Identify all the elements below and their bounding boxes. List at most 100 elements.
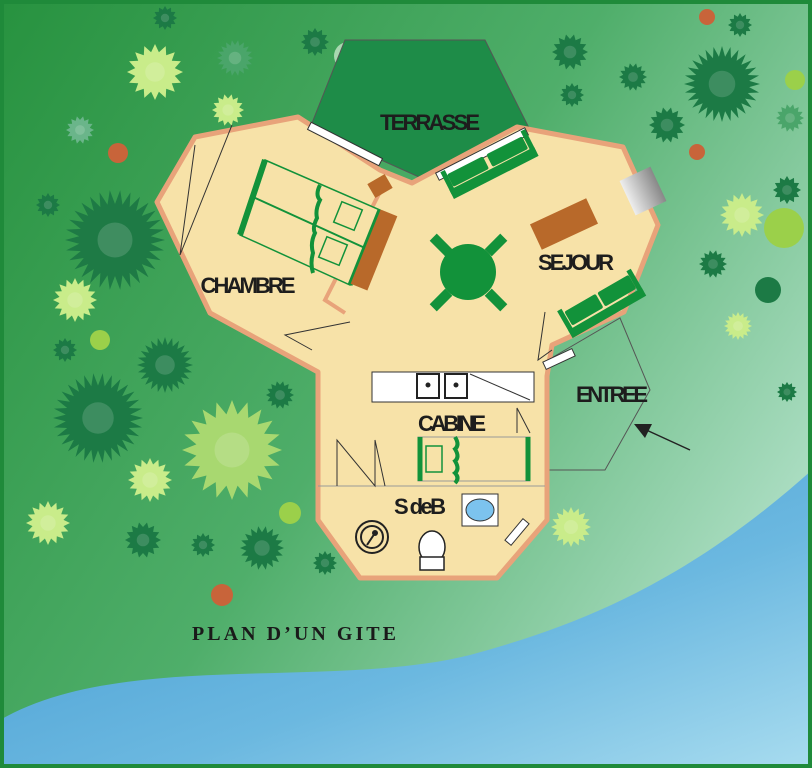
tree-icon — [560, 83, 584, 107]
tree-center — [783, 388, 791, 396]
tree-center — [310, 37, 320, 47]
tree-center — [564, 520, 578, 534]
tree-center — [708, 70, 736, 98]
chambre-inner-door — [283, 321, 351, 351]
tree-center — [567, 90, 577, 100]
bush-icon — [90, 330, 110, 350]
tree-center — [198, 540, 208, 550]
tree-center — [320, 558, 330, 568]
nightstand — [367, 174, 393, 198]
tree-icon — [649, 107, 685, 143]
tree-icon — [127, 44, 183, 100]
bush-icon — [764, 208, 804, 248]
bush-icon — [279, 502, 301, 524]
tree-icon — [728, 13, 752, 37]
tree-icon — [153, 6, 177, 30]
tree-icon — [36, 193, 60, 217]
tree-icon — [777, 382, 797, 402]
tv — [619, 166, 667, 216]
bed — [237, 158, 383, 287]
terrasse-window-right — [434, 127, 530, 181]
tree-center — [142, 472, 158, 488]
label-terrasse: TERRASSE — [380, 110, 480, 135]
tree-icon — [66, 116, 94, 144]
cabine-door — [336, 438, 386, 488]
tree-icon — [313, 551, 337, 575]
trees — [26, 6, 805, 606]
coffee-table — [529, 198, 599, 250]
tree-icon — [125, 522, 161, 558]
tree-center — [155, 355, 175, 375]
sink — [416, 373, 468, 399]
tree-center — [60, 345, 70, 355]
stove-diagonal — [469, 373, 531, 401]
shower — [461, 493, 499, 527]
tree-center — [75, 125, 85, 135]
tree-icon — [212, 94, 244, 126]
tree-center — [563, 45, 577, 59]
terrasse-window-left — [306, 121, 384, 167]
tree-center — [275, 390, 285, 400]
label-chambre: CHAMBRE — [201, 273, 296, 298]
tree-icon — [65, 190, 165, 290]
tree-center — [222, 104, 234, 116]
tree-center — [734, 207, 750, 223]
tree-center — [660, 118, 674, 132]
bush-icon — [211, 584, 233, 606]
tree-center — [708, 259, 718, 269]
bunk-bed — [417, 435, 531, 485]
entrance-arrow-icon — [634, 424, 691, 451]
tree-icon — [773, 176, 801, 204]
label-entree: ENTREE — [576, 382, 648, 407]
sofa-right — [557, 268, 647, 339]
tree-center — [628, 72, 638, 82]
bush-icon — [108, 143, 128, 163]
plan-title: PLAN D’UN GITE — [192, 623, 396, 645]
tree-icon — [26, 501, 70, 545]
tree-center — [735, 20, 745, 30]
tree-icon — [552, 34, 588, 70]
tree-icon — [128, 458, 172, 502]
tree-center — [43, 200, 53, 210]
tree-center — [136, 533, 150, 547]
tree-icon — [217, 40, 253, 76]
tree-icon — [182, 400, 282, 500]
terrasse-deck — [309, 39, 531, 183]
tree-center — [214, 432, 250, 468]
chambre-door — [179, 124, 233, 256]
wardrobe — [350, 209, 398, 291]
bush-icon — [785, 70, 805, 90]
tree-icon — [266, 381, 294, 409]
tree-center — [40, 515, 56, 531]
tree-icon — [720, 193, 764, 237]
tree-icon — [699, 250, 727, 278]
entree-door-swing — [537, 311, 553, 362]
label-sejour: SEJOUR — [538, 250, 614, 275]
bush-icon — [699, 9, 715, 25]
tree-icon — [684, 46, 760, 122]
tree-center — [733, 321, 743, 331]
tree-icon — [53, 373, 143, 463]
tree-center — [67, 292, 83, 308]
bush-icon — [755, 277, 781, 303]
tree-icon — [724, 312, 752, 340]
washbasin — [355, 520, 389, 554]
tree-center — [97, 222, 133, 258]
cabine-door-right — [516, 407, 531, 434]
label-cabine: CABINE — [418, 411, 486, 436]
tree-center — [145, 62, 165, 82]
tree-icon — [619, 63, 647, 91]
tree-center — [254, 540, 270, 556]
bush-icon — [689, 144, 705, 160]
tree-center — [82, 402, 114, 434]
tree-icon — [53, 338, 77, 362]
sofa-top — [440, 129, 539, 199]
label-sdb: S deB — [394, 494, 446, 519]
sdb-window — [504, 517, 530, 547]
sea — [0, 470, 812, 768]
toilet — [418, 530, 446, 571]
tree-icon — [551, 507, 591, 547]
dining-table — [429, 233, 508, 312]
